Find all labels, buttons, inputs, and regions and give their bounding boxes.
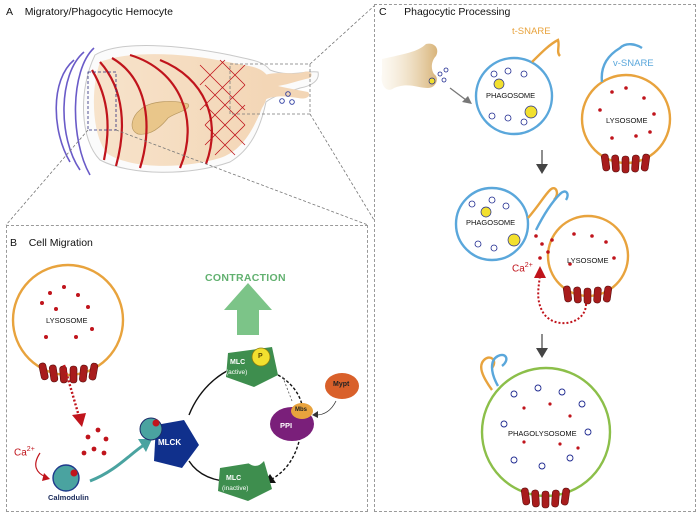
mlck-label: MLCK: [158, 438, 182, 447]
v-snare-strand: [600, 43, 643, 83]
free-calcium-dots: [81, 427, 109, 456]
lysosome-b: [11, 263, 125, 377]
pp1-label: PPI: [280, 421, 293, 430]
mypt-shape: [325, 373, 359, 399]
calcium-c-charge: 2+: [524, 262, 533, 269]
calmodulin-label: Calmodulin: [48, 493, 89, 502]
panel-c-letter: C: [379, 6, 387, 18]
phagocytosis-callout-box: [229, 63, 311, 115]
phagolysosome-channels: [521, 487, 570, 509]
panel-a-letter: A: [6, 6, 14, 18]
lysosome-middle-label: LYSOSOME: [567, 256, 609, 265]
contraction-arrow: [224, 283, 272, 335]
v-snare-label: v-SNARE: [613, 58, 654, 69]
mlc-active-label: MLC: [230, 359, 246, 366]
calcium-release-loop: [537, 275, 587, 324]
phagosome-top-label: PHAGOSOME: [486, 91, 536, 100]
lysosome-middle-channels: [563, 285, 612, 305]
panel-a-title-text: Migratory/Phagocytic Hemocyte: [24, 6, 173, 18]
phosphate-label: P: [258, 353, 263, 360]
mbs-label: Mbs: [295, 407, 307, 413]
phagolysosome-label: PHAGOLYSOSOME: [508, 429, 577, 438]
panel-c-title: C Phagocytic Processing: [379, 6, 510, 18]
mlc-inactive-state: (inactive): [222, 485, 249, 492]
panel-b: [6, 225, 368, 512]
cell-migration-diagram: [11, 263, 359, 501]
mypt-label: Mypt: [333, 381, 350, 388]
panel-b-title: B Cell Migration: [10, 237, 93, 249]
phagocytic-processing-diagram: [381, 38, 672, 509]
panel-b-title-text: Cell Migration: [28, 237, 93, 249]
panel-c: [374, 4, 696, 512]
lysosome-top-channels: [601, 153, 650, 174]
calcium-b-label: Ca2+: [14, 446, 35, 458]
contraction-label: CONTRACTION: [205, 272, 286, 284]
mlc-inactive-shape: [218, 461, 272, 501]
lysosome-top-label: LYSOSOME: [606, 116, 648, 125]
lysosome-b-label: LYSOSOME: [46, 316, 88, 325]
panel-c-title-text: Phagocytic Processing: [404, 6, 511, 18]
released-calcium-dots: [534, 234, 554, 260]
calcium-c-label: Ca2+: [512, 262, 533, 274]
t-snare-strand: [531, 38, 561, 63]
calcium-c-text: Ca: [512, 263, 525, 275]
calcium-b-charge: 2+: [26, 446, 35, 453]
hemocyte-illustration: [55, 45, 319, 176]
phagosome-middle-label: PHAGOSOME: [466, 218, 516, 227]
panel-a-title: A Migratory/Phagocytic Hemocyte: [6, 6, 173, 18]
calcium-b-text: Ca: [14, 447, 27, 459]
mbs-shape: [291, 403, 313, 419]
calmodulin-sphere: [52, 464, 80, 492]
panel-b-letter: B: [10, 237, 18, 249]
hemocyte-filopodia: [262, 71, 312, 100]
arrow-calmodulin-to-mlck: [89, 443, 145, 483]
mlc-active-state: (active): [226, 369, 248, 376]
mlc-active-shape: [226, 347, 278, 387]
engulfing-pseudopod: [381, 43, 438, 90]
lysosome-b-calcium-dots: [40, 285, 94, 339]
mlck-shape: [154, 420, 199, 468]
t-snare-label: t-SNARE: [512, 26, 551, 37]
mlc-inactive-label: MLC: [226, 475, 242, 482]
migration-callout-box: [87, 71, 117, 131]
